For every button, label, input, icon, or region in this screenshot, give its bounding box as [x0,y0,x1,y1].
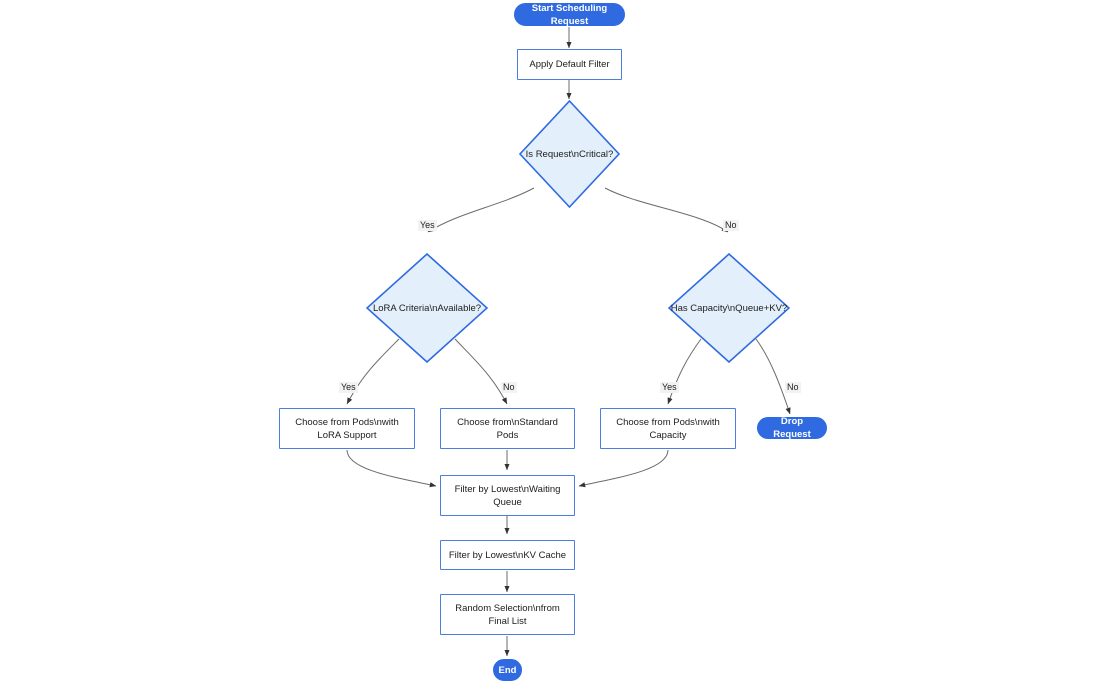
edge-label-capacity-yes: Yes [660,382,679,393]
edge-label-lora-yes: Yes [339,382,358,393]
edge-label-critical-no: No [723,220,739,231]
node-is-request-critical[interactable]: Is Request\nCritical? [519,100,620,208]
node-choose-standard-pods-label: Choose from\nStandard Pods [457,416,558,441]
node-choose-pods-capacity-label: Choose from Pods\nwith Capacity [616,416,720,441]
node-random-selection-label: Random Selection\nfrom Final List [455,602,560,627]
node-has-capacity-label: Has Capacity\nQueue+KV? [670,302,788,314]
node-choose-pods-capacity[interactable]: Choose from Pods\nwith Capacity [600,408,736,449]
node-start-label: Start Scheduling Request [531,2,608,27]
edge-lora-to-standard [454,338,508,405]
node-end-label: End [498,664,517,676]
diamond-shape-has-capacity [668,253,790,363]
node-apply-default-filter[interactable]: Apply Default Filter [517,49,622,80]
node-filter-kv-cache[interactable]: Filter by Lowest\nKV Cache [440,540,575,570]
node-random-selection[interactable]: Random Selection\nfrom Final List [440,594,575,635]
node-drop-request-label: Drop Request [773,416,811,440]
edge-pods-capacity-to-queue [578,449,669,488]
edge-label-capacity-no: No [785,382,801,393]
node-has-capacity[interactable]: Has Capacity\nQueue+KV? [668,253,790,363]
node-apply-default-filter-label: Apply Default Filter [529,59,610,70]
edge-label-critical-yes: Yes [418,220,437,231]
node-lora-criteria-available-label: LoRA Criteria\nAvailable? [372,302,482,314]
edge-pods-lora-to-queue [346,449,437,488]
node-filter-kv-cache-label: Filter by Lowest\nKV Cache [448,549,567,561]
edge-lora-to-pods-lora [346,338,400,405]
node-choose-pods-lora-support-label: Choose from Pods\nwith LoRA Support [295,416,399,441]
node-drop-request[interactable]: Drop Request [757,416,827,440]
node-filter-waiting-queue-label: Filter by Lowest\nWaiting Queue [454,483,561,508]
edge-capacity-to-drop [755,338,791,415]
diamond-shape-lora-criteria [366,253,488,363]
node-filter-waiting-queue[interactable]: Filter by Lowest\nWaiting Queue [440,475,575,516]
node-end[interactable]: End [493,659,522,681]
node-lora-criteria-available[interactable]: LoRA Criteria\nAvailable? [366,253,488,363]
node-is-request-critical-label: Is Request\nCritical? [525,148,614,160]
edge-critical-to-capacity [604,187,729,233]
edge-capacity-to-pods-capacity [667,338,702,405]
node-choose-standard-pods[interactable]: Choose from\nStandard Pods [440,408,575,449]
edge-critical-to-lora [427,187,535,233]
diamond-shape-is-critical [519,100,620,208]
node-choose-pods-lora-support[interactable]: Choose from Pods\nwith LoRA Support [279,408,415,449]
edge-label-lora-no: No [501,382,517,393]
node-start[interactable]: Start Scheduling Request [514,2,625,27]
